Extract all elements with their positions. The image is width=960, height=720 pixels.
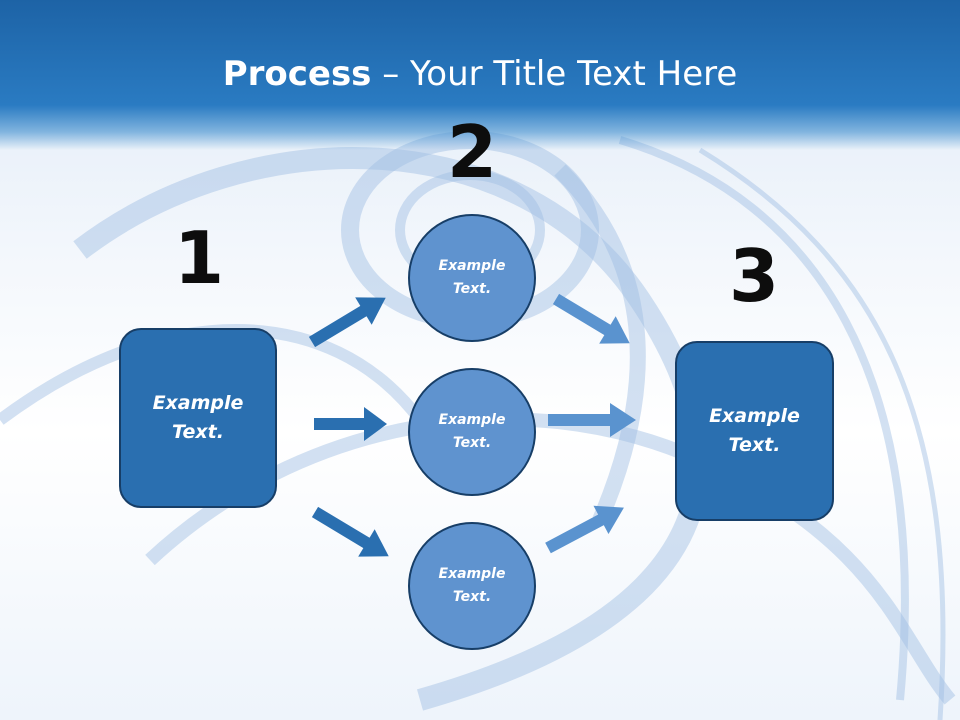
step-2-circle-middle: Example Text.: [408, 368, 536, 496]
left-arrows: [308, 297, 389, 557]
step-2-number: 2: [446, 110, 498, 194]
step-3-box-text: Example Text.: [709, 405, 800, 456]
step-3-box: Example Text.: [675, 341, 834, 521]
arrow-bottom-to-step3: [545, 505, 624, 554]
arrow-step1-to-bottom: [311, 506, 389, 557]
step-1-number: 1: [173, 216, 225, 300]
arrow-step1-to-middle: [314, 407, 387, 441]
step-2-circle-top-text: Example Text.: [438, 258, 506, 297]
header-band: [0, 0, 960, 150]
page-title: Process – Your Title Text Here: [0, 52, 960, 96]
arrow-step1-to-top: [308, 297, 386, 348]
right-arrows: [545, 293, 636, 554]
title-bold: Process: [222, 54, 372, 94]
step-1-box-text: Example Text.: [152, 392, 244, 443]
step-2-circle-bottom: Example Text.: [408, 522, 536, 650]
step-2-circle-bottom-text: Example Text.: [438, 566, 506, 605]
arrow-middle-to-step3: [548, 403, 636, 437]
step-2-circle-top: Example Text.: [408, 214, 536, 342]
title-rest: – Your Title Text Here: [371, 54, 738, 94]
step-3-number: 3: [728, 234, 780, 318]
step-1-box: Example Text.: [119, 328, 277, 508]
arrow-top-to-step3: [552, 293, 630, 344]
step-2-circle-middle-text: Example Text.: [438, 412, 506, 451]
